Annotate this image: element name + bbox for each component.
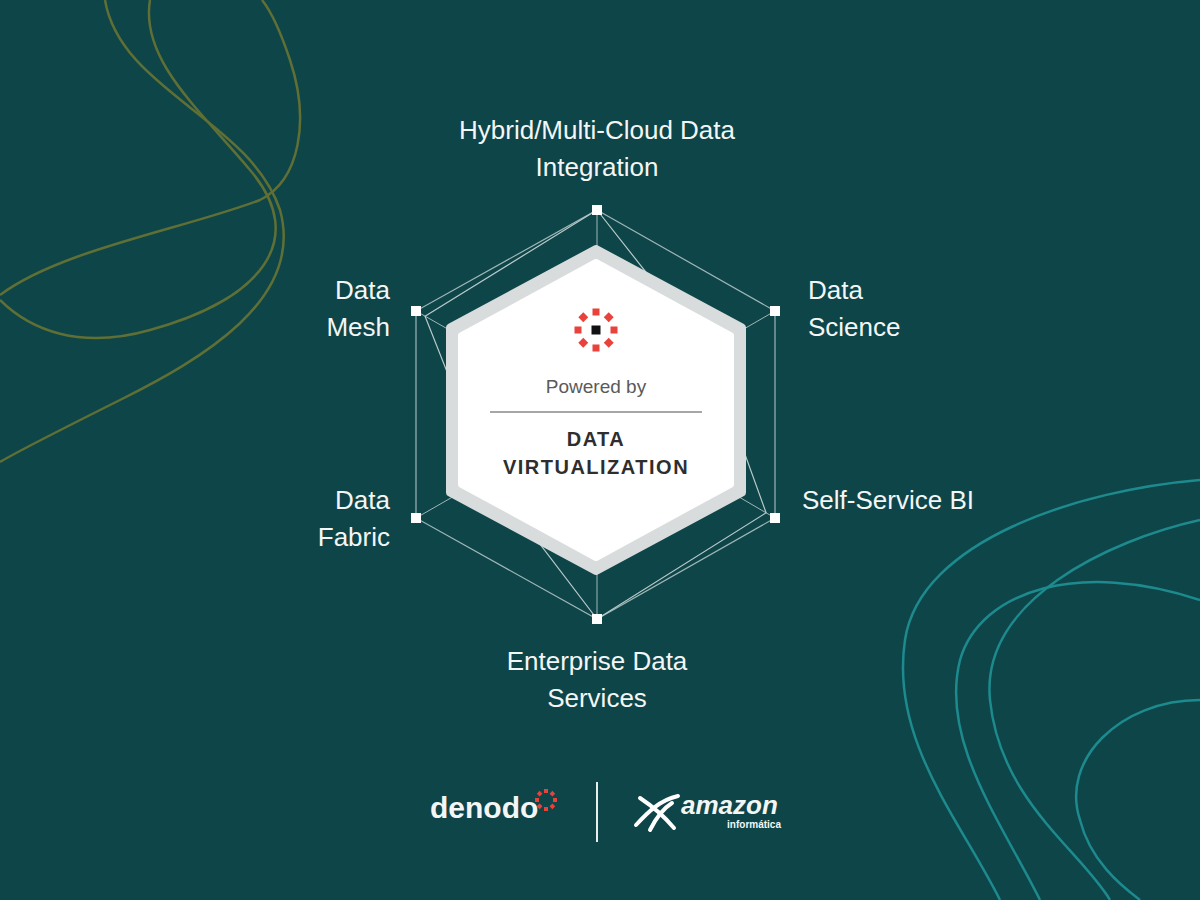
curve [956, 582, 1200, 900]
brand-name: denodo [430, 790, 538, 826]
logo-dot [575, 327, 582, 334]
radar-outline [416, 210, 775, 619]
hexagon-fill [461, 262, 731, 558]
logo-divider [596, 782, 598, 842]
category-label: Hybrid/Multi-Cloud Data Integration [457, 112, 737, 186]
curve [0, 0, 300, 295]
teal-curves [903, 480, 1200, 900]
logo-dot [550, 804, 556, 810]
olive-curves [0, 0, 300, 462]
curve [989, 520, 1200, 900]
radar-value-shape [425, 210, 766, 619]
radar-vertex [411, 513, 421, 523]
logo-dot [544, 807, 548, 811]
logo-dot [593, 345, 600, 352]
radar-vertex [592, 205, 602, 215]
badge-title: DATA VIRTUALIZATION [478, 425, 714, 481]
hexagon-shape [446, 245, 746, 575]
curve [1076, 700, 1200, 900]
logo-dot [604, 312, 614, 322]
radar-vertex [770, 306, 780, 316]
radar-vertex [770, 513, 780, 523]
swoosh [640, 798, 674, 828]
category-label: Data Fabric [280, 482, 390, 556]
category-label: Data Science [808, 272, 938, 346]
amazon-logo-mark [636, 796, 678, 830]
swoosh [650, 803, 672, 830]
badge-caption: Powered by [476, 375, 716, 399]
hexagon-border [450, 249, 742, 571]
category-label: Enterprise Data Services [472, 643, 722, 717]
curve [903, 480, 1200, 900]
logo-dot [593, 309, 600, 316]
category-label: Data Mesh [280, 272, 390, 346]
logo-dot [578, 312, 588, 322]
logo-dot [553, 798, 557, 802]
curve [0, 0, 276, 338]
logo-dot [578, 338, 588, 348]
denodo-logo-mark [575, 309, 618, 352]
logo-dot [550, 791, 556, 797]
radar-vertex [592, 614, 602, 624]
logo-dot [611, 327, 618, 334]
logo-dot [544, 789, 548, 793]
brand-subtitle: informática [727, 819, 781, 831]
curve [0, 0, 284, 462]
logo-dot [604, 338, 614, 348]
badge-divider [490, 411, 702, 413]
radar-vertex [411, 306, 421, 316]
brand-name: amazon [681, 790, 778, 820]
logo-center [592, 326, 601, 335]
category-label: Self-Service BI [802, 482, 987, 519]
hexagon-badge: Powered by DATA VIRTUALIZATION [446, 245, 746, 575]
radar-chart [411, 205, 780, 624]
